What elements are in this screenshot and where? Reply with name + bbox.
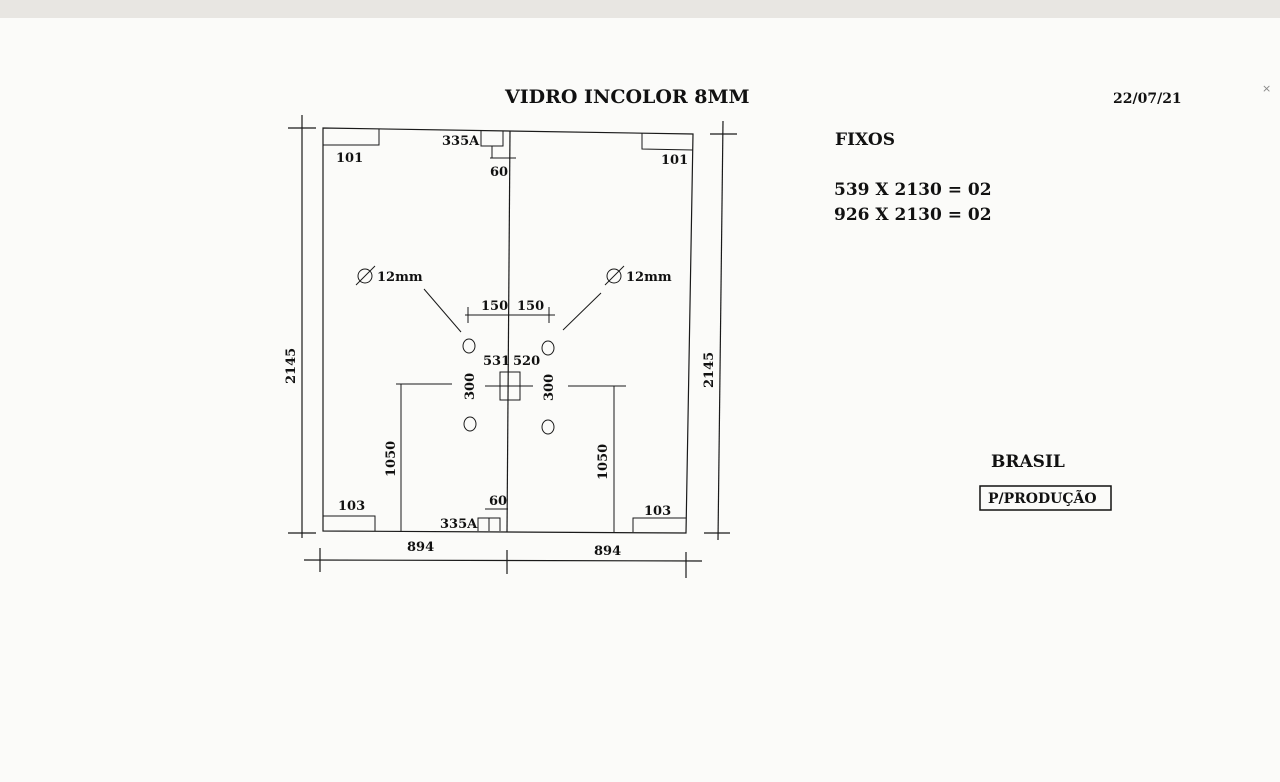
height-right-dim: 2145 [702, 352, 717, 388]
handle-height-right: 1050 [596, 444, 611, 480]
notch-top-right [641, 133, 694, 151]
diameter-icon-right [604, 265, 625, 286]
handle-right-dim: 520 [513, 354, 540, 369]
hole-upper-right [541, 340, 555, 356]
hole-upper-left [462, 338, 476, 354]
leader-right [562, 292, 602, 331]
corner-top-left-dim: 101 [336, 151, 363, 166]
center-seam [506, 130, 511, 533]
pivot-bottom-label: 335A [440, 517, 478, 532]
hole-vertical-left: 300 [463, 373, 478, 400]
scan-mark: × [1262, 82, 1271, 95]
hole-lower-left [463, 416, 477, 432]
drawing-date: 22/07/21 [1113, 91, 1182, 107]
notch-top-left [323, 129, 380, 146]
handle-left-dim: 531 [483, 354, 510, 369]
hole-spacing-left: 150 [481, 299, 508, 314]
handle-height-left: 1050 [384, 441, 399, 477]
width-line [303, 559, 703, 562]
notch-bottom-left [323, 515, 376, 531]
height-left-dim: 2145 [284, 348, 299, 384]
drawing-title: VIDRO INCOLOR 8MM [504, 86, 750, 108]
production-stamp-box [979, 485, 1112, 511]
height-right-line [717, 120, 724, 541]
notch-bottom-right [632, 517, 686, 532]
fixed-title: FIXOS [835, 130, 895, 150]
corner-bottom-left-dim: 103 [338, 499, 365, 514]
page-shadow [0, 0, 1280, 18]
hole-left-label: 12mm [377, 270, 423, 285]
diameter-icon-left [355, 265, 376, 286]
corner-bottom-right-dim: 103 [644, 504, 671, 519]
leader-left [423, 288, 462, 333]
hole-lower-right [541, 419, 555, 435]
fixed-item-2: 926 X 2130 = 02 [834, 205, 992, 225]
glass-outline [322, 127, 694, 534]
country-label: BRASIL [991, 452, 1065, 472]
width-right-dim: 894 [594, 544, 621, 559]
hole-right-label: 12mm [626, 270, 672, 285]
pivot-top-label: 335A [442, 134, 480, 149]
pivot-top [480, 131, 504, 147]
hole-spacing-right: 150 [517, 299, 544, 314]
fixed-item-1: 539 X 2130 = 02 [834, 180, 992, 200]
hole-vertical-right: 300 [542, 374, 557, 401]
corner-top-right-dim: 101 [661, 153, 688, 168]
pivot-top-dim: 60 [490, 165, 508, 180]
width-left-dim: 894 [407, 540, 434, 555]
pivot-bottom-dim: 60 [489, 494, 507, 509]
production-stamp: P/PRODUÇÃO [988, 488, 1097, 507]
